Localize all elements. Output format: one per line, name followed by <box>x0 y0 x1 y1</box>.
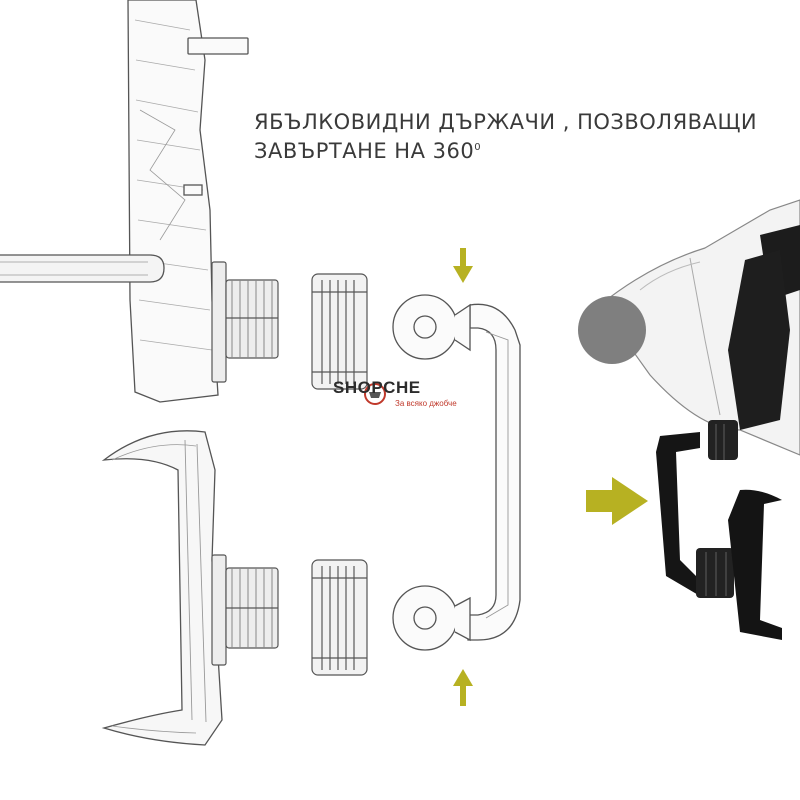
shopping-cart-icon <box>364 383 386 405</box>
caption-line-2: ЗАВЪРТАНЕ НА 3600 <box>254 137 757 166</box>
mounting-rod <box>0 254 165 283</box>
ball-joint-closeup <box>578 296 646 364</box>
assembled-holder-photo <box>599 199 800 640</box>
arrow-down-icon <box>453 248 473 283</box>
watermark-brand: SHOPCHE <box>333 378 421 397</box>
arrow-right-icon <box>586 477 648 525</box>
caption-line-1: ЯБЪЛКОВИДНИ ДЪРЖАЧИ , ПОЗВОЛЯВАЩИ <box>254 110 758 134</box>
watermark-tagline: За всяко джобче <box>395 399 457 408</box>
threaded-post-top <box>211 261 279 383</box>
c-clamp <box>101 430 223 746</box>
ball-joint-bracket <box>392 294 521 651</box>
shop-watermark: SHOPCHE За всяко джобче <box>333 378 457 408</box>
feature-caption: ЯБЪЛКОВИДНИ ДЪРЖАЧИ , ПОЗВОЛЯВАЩИ ЗАВЪРТ… <box>254 108 757 166</box>
threaded-post-bottom <box>211 554 279 666</box>
knurled-nut-bottom <box>311 559 368 676</box>
caption-line-2-text: ЗАВЪРТАНЕ НА 360 <box>254 139 475 163</box>
degree-mark: 0 <box>474 142 482 153</box>
arrow-up-icon <box>453 669 473 706</box>
knurled-nut-top <box>311 273 368 390</box>
